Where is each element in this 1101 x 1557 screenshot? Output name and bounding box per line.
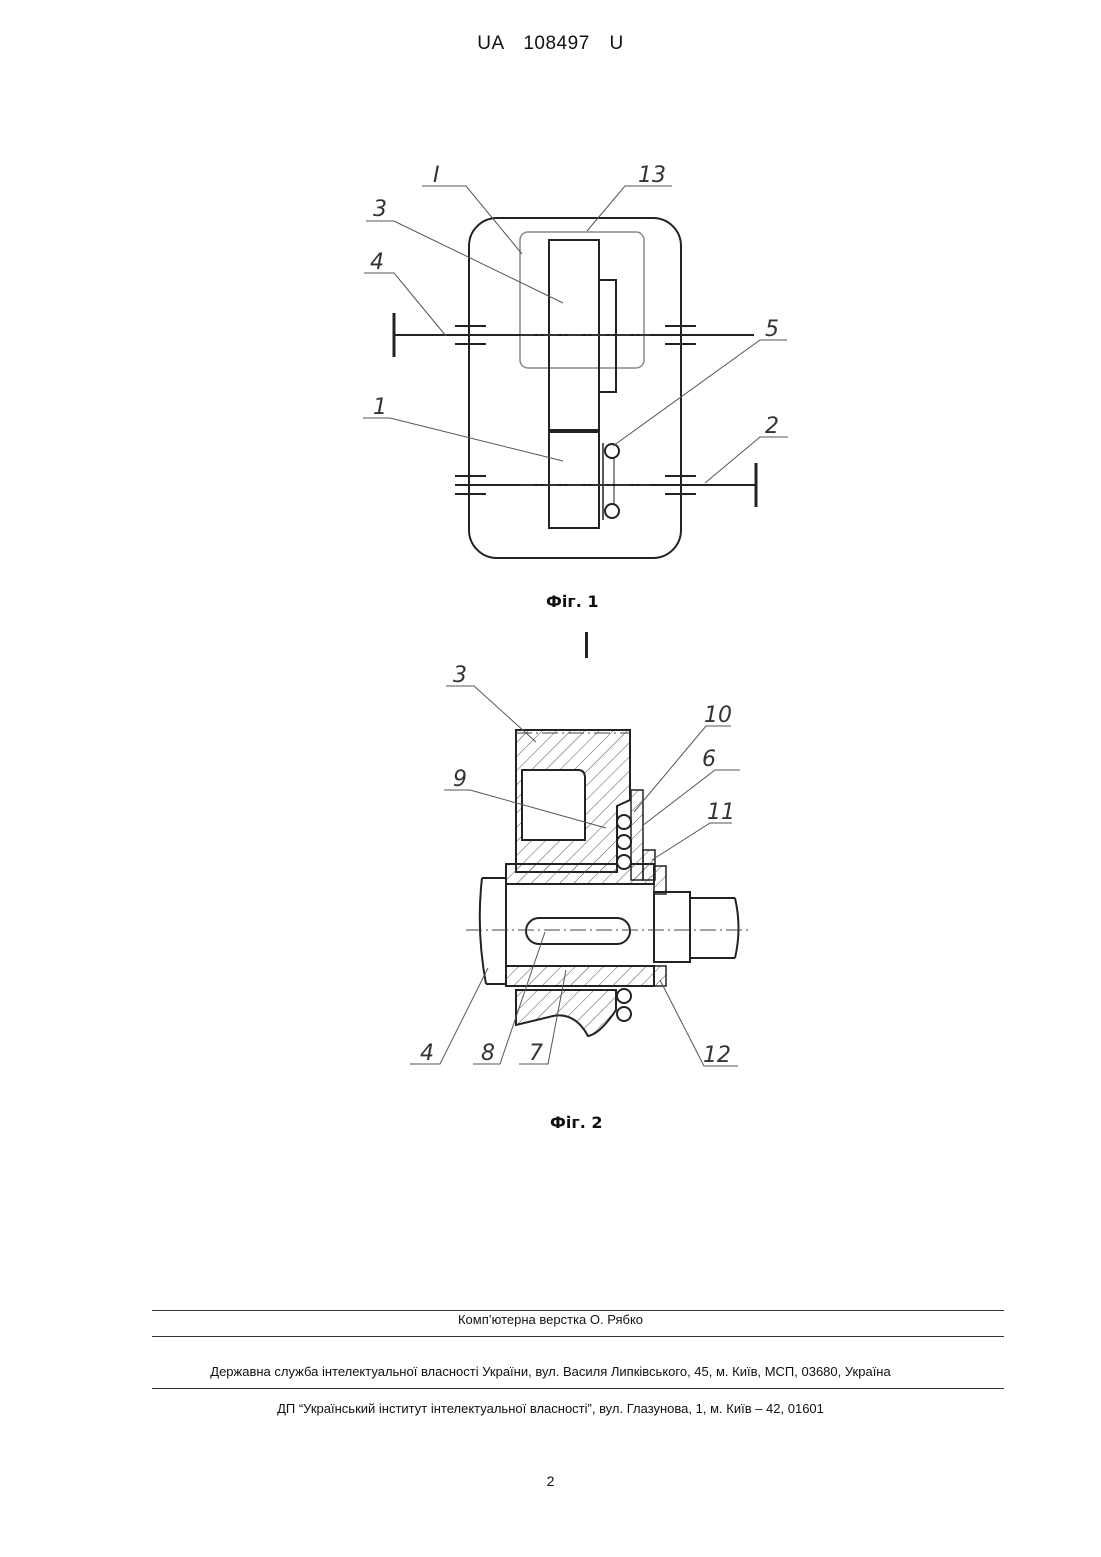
fig2-label-8: 8	[481, 1041, 495, 1066]
fig2-label-9: 9	[453, 767, 467, 792]
layout-credit: Комп’ютерна верстка О. Рябко	[0, 1312, 1101, 1327]
agency-address: Державна служба інтелектуальної власност…	[0, 1364, 1101, 1379]
footer-rule-bottom	[152, 1388, 1004, 1389]
key-8	[526, 918, 630, 944]
footer-rule-top	[152, 1310, 1004, 1311]
fig2-label-10: 10	[704, 703, 732, 728]
fig2-label-4: 4	[420, 1041, 434, 1066]
nut-12-top	[654, 866, 666, 894]
footer-rule-middle	[152, 1336, 1004, 1337]
bushing-bottom	[506, 966, 654, 986]
shaft-step	[654, 892, 690, 962]
shaft-left-break	[480, 878, 486, 984]
washer-11	[643, 850, 655, 880]
fig2-label-11: 11	[707, 800, 735, 825]
gear-body-lower	[516, 990, 616, 1036]
figure-2-caption: Фіг. 2	[550, 1113, 603, 1132]
page-number: 2	[0, 1473, 1101, 1489]
fig2-label-6: 6	[702, 747, 716, 772]
fig2-label-7: 7	[529, 1041, 543, 1066]
nut-12-bottom	[654, 966, 666, 986]
gear-cavity	[522, 770, 585, 840]
fig2-label-3: 3	[453, 663, 467, 688]
fig2-label-12: 12	[703, 1043, 731, 1068]
institute-address: ДП “Український інститут інтелектуальної…	[0, 1401, 1101, 1416]
